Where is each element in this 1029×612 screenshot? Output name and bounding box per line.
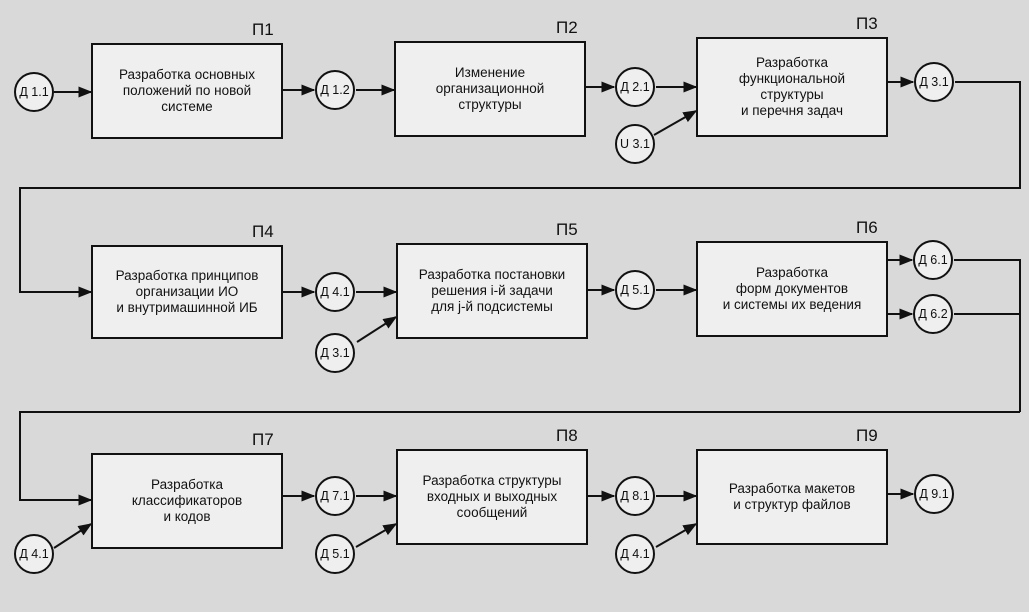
- process-box-p3: Разработка функциональной структуры и пе…: [696, 37, 888, 137]
- process-box-p8: Разработка структуры входных и выходных …: [396, 449, 588, 545]
- node-d8-1: Д 8.1: [615, 476, 655, 516]
- process-text: Разработка форм документов и системы их …: [722, 265, 862, 312]
- arrow-d41b-p7: [53, 523, 93, 549]
- process-box-p1: Разработка основных положений по новой с…: [91, 43, 283, 139]
- arrow-d51b-p8: [355, 523, 398, 548]
- process-label-p4: П4: [252, 222, 274, 241]
- node-d6-2: Д 6.2: [913, 294, 953, 334]
- process-box-p7: Разработка классификаторов и кодов: [91, 453, 283, 549]
- process-label-p5: П5: [556, 220, 578, 239]
- node-u3-1: U 3.1: [615, 124, 655, 164]
- process-box-p9: Разработка макетов и структур файлов: [696, 449, 888, 545]
- node-d4-1-input: Д 4.1: [14, 534, 54, 574]
- node-d4-1-input-2: Д 4.1: [615, 534, 655, 574]
- process-text: Разработка классификаторов и кодов: [131, 477, 243, 524]
- arrow-d31b-p5: [356, 316, 398, 343]
- process-label-p3: П3: [856, 14, 878, 33]
- node-d1-1: Д 1.1: [14, 72, 54, 112]
- process-text: Разработка структуры входных и выходных …: [422, 473, 562, 520]
- node-d3-1: Д 3.1: [914, 62, 954, 102]
- process-label-p2: П2: [556, 18, 578, 37]
- process-box-p6: Разработка форм документов и системы их …: [696, 241, 888, 337]
- node-d3-1-input: Д 3.1: [315, 333, 355, 373]
- arrow-d41c-p9: [655, 523, 698, 548]
- node-d5-1: Д 5.1: [615, 270, 655, 310]
- node-d5-1-input: Д 5.1: [315, 534, 355, 574]
- process-label-p7: П7: [252, 430, 274, 449]
- arrow-u31-p3: [653, 110, 698, 136]
- process-label-p8: П8: [556, 426, 578, 445]
- process-box-p4: Разработка принципов организации ИО и вн…: [91, 245, 283, 339]
- process-text: Разработка макетов и структур файлов: [728, 481, 856, 512]
- arrow-d31-p4: [19, 81, 1021, 298]
- process-text: Разработка функциональной структуры и пе…: [738, 55, 846, 118]
- process-box-p5: Разработка постановки решения i-й задачи…: [396, 243, 588, 339]
- node-d6-1: Д 6.1: [913, 240, 953, 280]
- arrow-d6-p7: [19, 411, 1020, 506]
- node-d2-1: Д 2.1: [615, 67, 655, 107]
- process-label-p9: П9: [856, 426, 878, 445]
- connector-d61: [954, 259, 1021, 412]
- process-text: Разработка постановки решения i-й задачи…: [418, 267, 566, 314]
- process-text: Разработка основных положений по новой с…: [118, 67, 255, 114]
- node-d9-1: Д 9.1: [914, 474, 954, 514]
- process-label-p6: П6: [856, 218, 878, 237]
- process-text: Изменение организационной структуры: [435, 65, 545, 112]
- node-d1-2: Д 1.2: [315, 70, 355, 110]
- node-d4-1: Д 4.1: [315, 272, 355, 312]
- process-text: Разработка принципов организации ИО и вн…: [115, 268, 259, 315]
- process-box-p2: Изменение организационной структуры: [394, 41, 586, 137]
- node-d7-1: Д 7.1: [315, 476, 355, 516]
- process-label-p1: П1: [252, 20, 274, 39]
